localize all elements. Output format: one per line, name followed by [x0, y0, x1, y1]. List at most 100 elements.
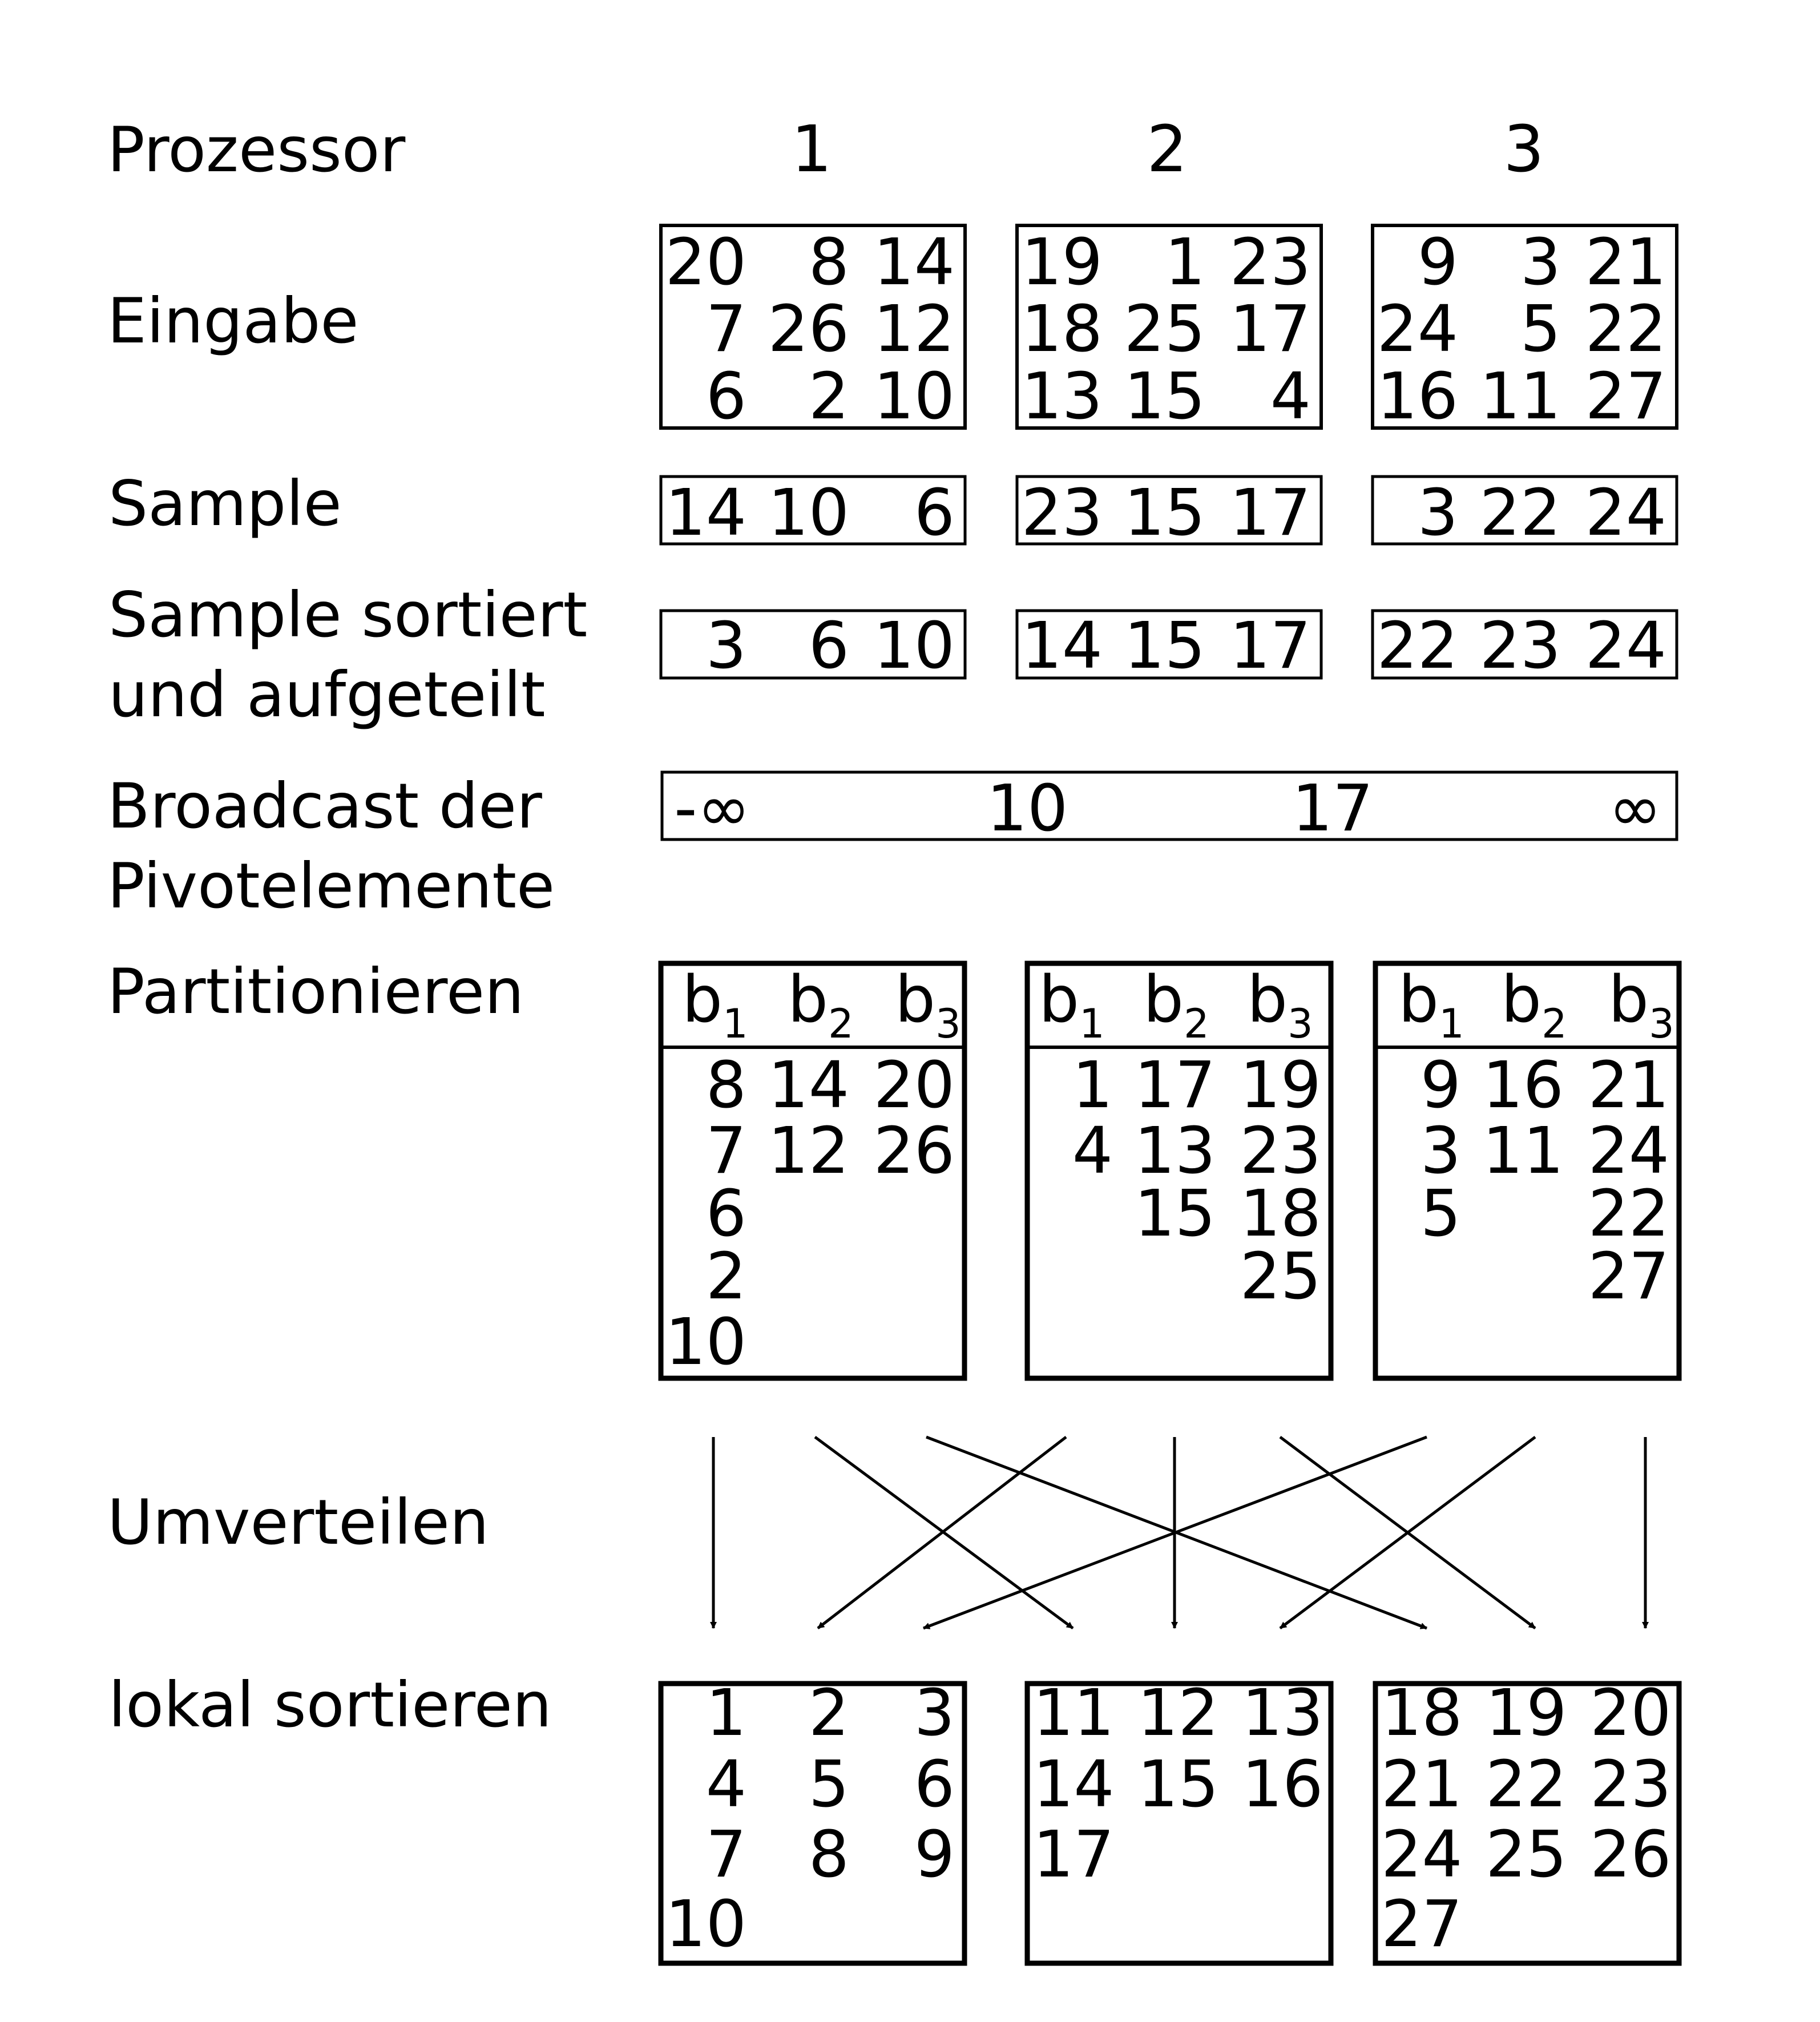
input-value: 20: [665, 225, 746, 300]
sorted-value: 8: [809, 1818, 849, 1892]
stage-label-broadcast: Broadcast der: [107, 770, 542, 842]
input-value: 14: [873, 225, 955, 300]
bucket-label: b1: [1398, 963, 1464, 1047]
redistribution-arrow: [817, 1436, 1067, 1629]
processor-number: 1: [791, 112, 832, 187]
sorted-value: 18: [1381, 1676, 1463, 1750]
sample-value: 22: [1479, 476, 1561, 550]
bucket-label: b2: [1501, 963, 1567, 1047]
partition-value: 13: [1134, 1114, 1216, 1188]
stage-label-local-sort: lokal sortieren: [108, 1669, 552, 1741]
partition-value: 7: [706, 1114, 746, 1188]
sorted-value: 20: [1590, 1676, 1672, 1750]
partition-value: 2: [706, 1240, 746, 1314]
partition-value: 19: [1240, 1048, 1321, 1123]
sample-value: 10: [768, 476, 849, 550]
input-value: 15: [1124, 360, 1205, 434]
sample-value: 6: [914, 476, 955, 550]
input-value: 2: [809, 360, 849, 434]
bucket-label: b2: [1143, 963, 1209, 1047]
processor-number: 3: [1503, 112, 1544, 187]
partition-value: 1: [1072, 1048, 1113, 1123]
sorted-sample-value: 17: [1229, 609, 1311, 683]
input-value: 18: [1021, 292, 1103, 366]
input-value: 16: [1377, 360, 1458, 434]
local-sorted-box: [1373, 1681, 1682, 1966]
sorted-sample-value: 22: [1377, 609, 1458, 683]
sample-box: [1371, 475, 1678, 546]
sorted-value: 3: [914, 1676, 955, 1750]
input-value: 24: [1377, 292, 1458, 366]
partition-value: 25: [1240, 1240, 1321, 1314]
sorted-value: 4: [706, 1747, 746, 1822]
partition-value: 11: [1482, 1114, 1564, 1188]
local-sorted-box: [1024, 1681, 1334, 1966]
sorted-value: 7: [706, 1818, 746, 1892]
sample-value: 23: [1021, 476, 1103, 550]
processor-number: 2: [1147, 112, 1187, 187]
sorted-sample-value: 14: [1021, 609, 1103, 683]
input-value: 17: [1229, 292, 1311, 366]
input-value: 13: [1021, 360, 1103, 434]
bucket-label: b3: [1608, 963, 1674, 1047]
partition-value: 17: [1134, 1048, 1216, 1123]
sorted-value: 26: [1590, 1818, 1672, 1892]
sorted-value: 12: [1137, 1676, 1219, 1750]
sorted-sample-value: 6: [809, 609, 849, 683]
input-value: 7: [706, 292, 746, 366]
pivot-value: 17: [1292, 772, 1374, 846]
input-value: 19: [1021, 225, 1103, 300]
sorted-sample-value: 23: [1479, 609, 1561, 683]
input-value: 27: [1585, 360, 1666, 434]
stage-label-redistribute: Umverteilen: [107, 1486, 489, 1559]
bucket-label: b1: [682, 963, 748, 1047]
partition-value: 10: [665, 1305, 746, 1379]
pivot-value: ∞: [1608, 772, 1661, 846]
sample-box: [659, 475, 967, 546]
partition-value: 18: [1240, 1177, 1321, 1251]
input-value: 11: [1479, 360, 1561, 434]
input-value: 4: [1270, 360, 1311, 434]
sorted-value: 25: [1486, 1818, 1567, 1892]
partition-value: 6: [706, 1177, 746, 1251]
sorted-value: 16: [1242, 1747, 1323, 1822]
sorted-value: 1: [706, 1676, 746, 1750]
partition-box: [658, 960, 967, 1381]
stage-label-pivot-elements: Pivotelemente: [107, 850, 555, 922]
sorted-value: 13: [1242, 1676, 1323, 1750]
partition-value: 27: [1588, 1240, 1669, 1314]
sorted-sample-value: 10: [873, 609, 955, 683]
sample-value: 14: [665, 476, 746, 550]
partition-value: 22: [1588, 1177, 1669, 1251]
input-value: 10: [873, 360, 955, 434]
sorted-value: 22: [1486, 1747, 1567, 1822]
stage-label-sample: Sample: [108, 467, 342, 540]
input-value: 25: [1124, 292, 1205, 366]
stage-label-sample-sorted: Sample sortiert: [108, 579, 587, 651]
input-value: 9: [1418, 225, 1458, 300]
input-box: [1371, 224, 1678, 430]
input-value: 6: [706, 360, 746, 434]
input-value: 21: [1585, 225, 1666, 300]
sorted-sample-value: 3: [706, 609, 746, 683]
input-value: 8: [809, 225, 849, 300]
partition-value: 16: [1482, 1048, 1564, 1123]
input-value: 12: [873, 292, 955, 366]
stage-label-partition: Partitionieren: [107, 955, 524, 1028]
partition-value: 24: [1588, 1114, 1669, 1188]
sorted-value: 15: [1137, 1747, 1219, 1822]
input-value: 3: [1520, 225, 1561, 300]
bucket-label: b3: [1247, 963, 1313, 1047]
input-value: 1: [1165, 225, 1205, 300]
sample-value: 17: [1229, 476, 1311, 550]
sorted-value: 19: [1486, 1676, 1567, 1750]
stage-label-input: Eingabe: [107, 285, 358, 357]
sorted-value: 24: [1381, 1818, 1463, 1892]
bucket-label: b3: [895, 963, 961, 1047]
bucket-label: b2: [788, 963, 854, 1047]
sorted-value: 21: [1381, 1747, 1463, 1822]
pivot-broadcast-box: [660, 770, 1678, 841]
sorted-value: 27: [1381, 1887, 1463, 1962]
input-value: 26: [768, 292, 849, 366]
